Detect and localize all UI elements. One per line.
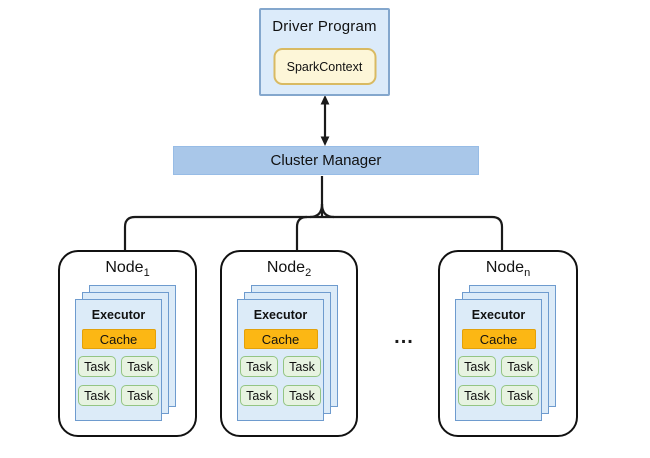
cache-box: Cache — [243, 329, 318, 349]
task-box: Task — [458, 385, 496, 406]
task-box: Task — [458, 356, 496, 377]
task-box: Task — [283, 385, 321, 406]
task-box: Task — [121, 385, 159, 406]
task-box: Task — [78, 356, 116, 377]
task-box: Task — [501, 385, 539, 406]
node-n-subscript: n — [524, 267, 531, 280]
task-box: Task — [240, 356, 278, 377]
task-grid: Task Task Task Task — [458, 356, 539, 406]
node-2-title: Node2 — [222, 259, 356, 280]
cluster-manager-label: Cluster Manager — [270, 152, 382, 169]
worker-node-n: Noden Executor Cache Task Task Task Task — [438, 250, 578, 437]
cluster-nodes-connector — [123, 176, 504, 251]
spark-context-label: SparkContext — [286, 59, 363, 74]
task-grid: Task Task Task Task — [240, 356, 321, 406]
cache-label: Cache — [261, 331, 300, 347]
executor-stack: Executor Cache Task Task Task Task — [75, 285, 177, 422]
cache-label: Cache — [479, 331, 518, 347]
more-nodes-ellipsis: ... — [394, 326, 414, 348]
executor-label: Executor — [253, 308, 308, 322]
task-box: Task — [283, 356, 321, 377]
task-box: Task — [240, 385, 278, 406]
cache-label: Cache — [99, 331, 138, 347]
driver-program-box: Driver Program SparkContext — [259, 8, 390, 96]
node-1-subscript: 1 — [143, 267, 150, 280]
cache-box: Cache — [81, 329, 156, 349]
spark-context-box: SparkContext — [273, 48, 376, 85]
executor-box: Executor Cache Task Task Task Task — [75, 299, 162, 421]
driver-program-label: Driver Program — [272, 18, 377, 35]
cluster-manager-box: Cluster Manager — [173, 146, 479, 175]
driver-cluster-arrow — [320, 95, 330, 146]
task-grid: Task Task Task Task — [78, 356, 159, 406]
executor-label: Executor — [471, 308, 526, 322]
node-2-label: Node — [266, 259, 306, 276]
node-1-label: Node — [105, 259, 144, 276]
task-box: Task — [121, 356, 159, 377]
worker-node-1: Node1 Executor Cache Task Task Task Task — [58, 250, 197, 437]
executor-box: Executor Cache Task Task Task Task — [455, 299, 542, 421]
executor-stack: Executor Cache Task Task Task Task — [455, 285, 557, 422]
worker-node-2: Node2 Executor Cache Task Task Task Task — [220, 250, 358, 437]
executor-box: Executor Cache Task Task Task Task — [237, 299, 324, 421]
node-n-label: Node — [485, 259, 525, 276]
executor-label: Executor — [91, 308, 146, 322]
node-2-subscript: 2 — [305, 267, 312, 280]
task-box: Task — [78, 385, 116, 406]
cache-box: Cache — [461, 329, 536, 349]
node-n-title: Noden — [440, 259, 576, 280]
executor-stack: Executor Cache Task Task Task Task — [237, 285, 339, 422]
node-1-title: Node1 — [60, 259, 195, 280]
task-box: Task — [501, 356, 539, 377]
